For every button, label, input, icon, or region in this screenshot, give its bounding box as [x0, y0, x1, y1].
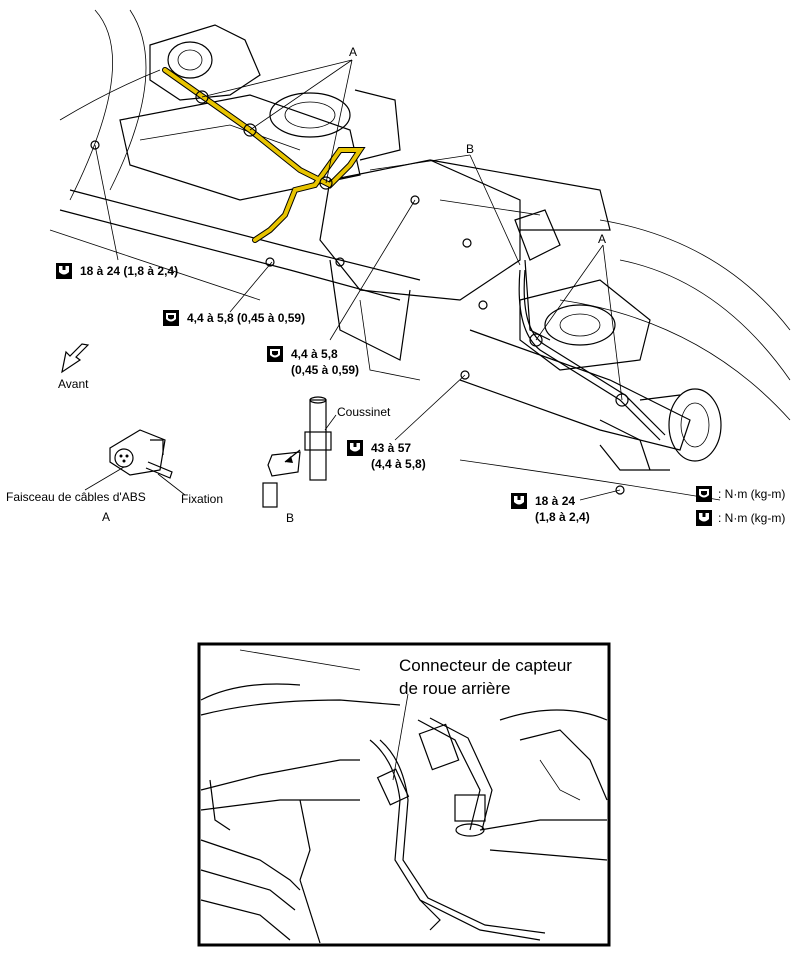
torque-wrench-open-icon — [696, 510, 712, 526]
torque-wrench-filled-icon — [163, 310, 179, 326]
torque-wrench-open-icon — [56, 263, 72, 279]
inset-label-line1: Connecteur de capteur — [399, 656, 572, 675]
torque-wrench-filled-icon — [267, 346, 283, 362]
torque-right-line1: 18 à 24 — [535, 494, 575, 508]
detail-B-label: B — [286, 511, 294, 525]
coussinet-label: Coussinet — [337, 405, 391, 419]
torque-mid1-label: 4,4 à 5,8 (0,45 à 0,59) — [187, 311, 305, 325]
inset-label-line2: de roue arrière — [399, 679, 511, 698]
torque-wrench-open-icon — [347, 440, 363, 456]
torque-43-line1: 43 à 57 — [371, 441, 411, 455]
detail-A-label: A — [102, 510, 110, 524]
torque-43-line2: (4,4 à 5,8) — [371, 457, 426, 471]
inset-frame — [197, 642, 611, 947]
faisceau-label: Faisceau de câbles d'ABS — [6, 490, 146, 504]
abs-clip-detail-A — [84, 429, 186, 496]
leader-lines — [94, 59, 623, 501]
fixation-label: Fixation — [181, 492, 223, 506]
bushing-detail-B — [262, 396, 337, 508]
legend-filled-label: : N·m (kg-m) — [718, 487, 785, 501]
inset-drawing — [200, 649, 608, 944]
torque-right-line2: (1,8 à 2,4) — [535, 510, 590, 524]
abs-wire-harness — [162, 67, 666, 441]
label-A-right: A — [598, 232, 606, 246]
avant-label: Avant — [58, 377, 89, 391]
axle-frame-drawing — [49, 9, 791, 501]
legend-open-label: : N·m (kg-m) — [718, 511, 785, 525]
label-B-top: B — [466, 142, 474, 156]
torque-mid2-line1: 4,4 à 5,8 — [291, 347, 338, 361]
label-A-top: A — [349, 45, 357, 59]
torque-left-label: 18 à 24 (1,8 à 2,4) — [80, 264, 178, 278]
front-direction-arrow-icon — [61, 343, 90, 374]
torque-wrench-filled-icon — [696, 486, 712, 502]
torque-mid2-line2: (0,45 à 0,59) — [291, 363, 359, 377]
torque-wrench-open-icon — [511, 493, 527, 509]
